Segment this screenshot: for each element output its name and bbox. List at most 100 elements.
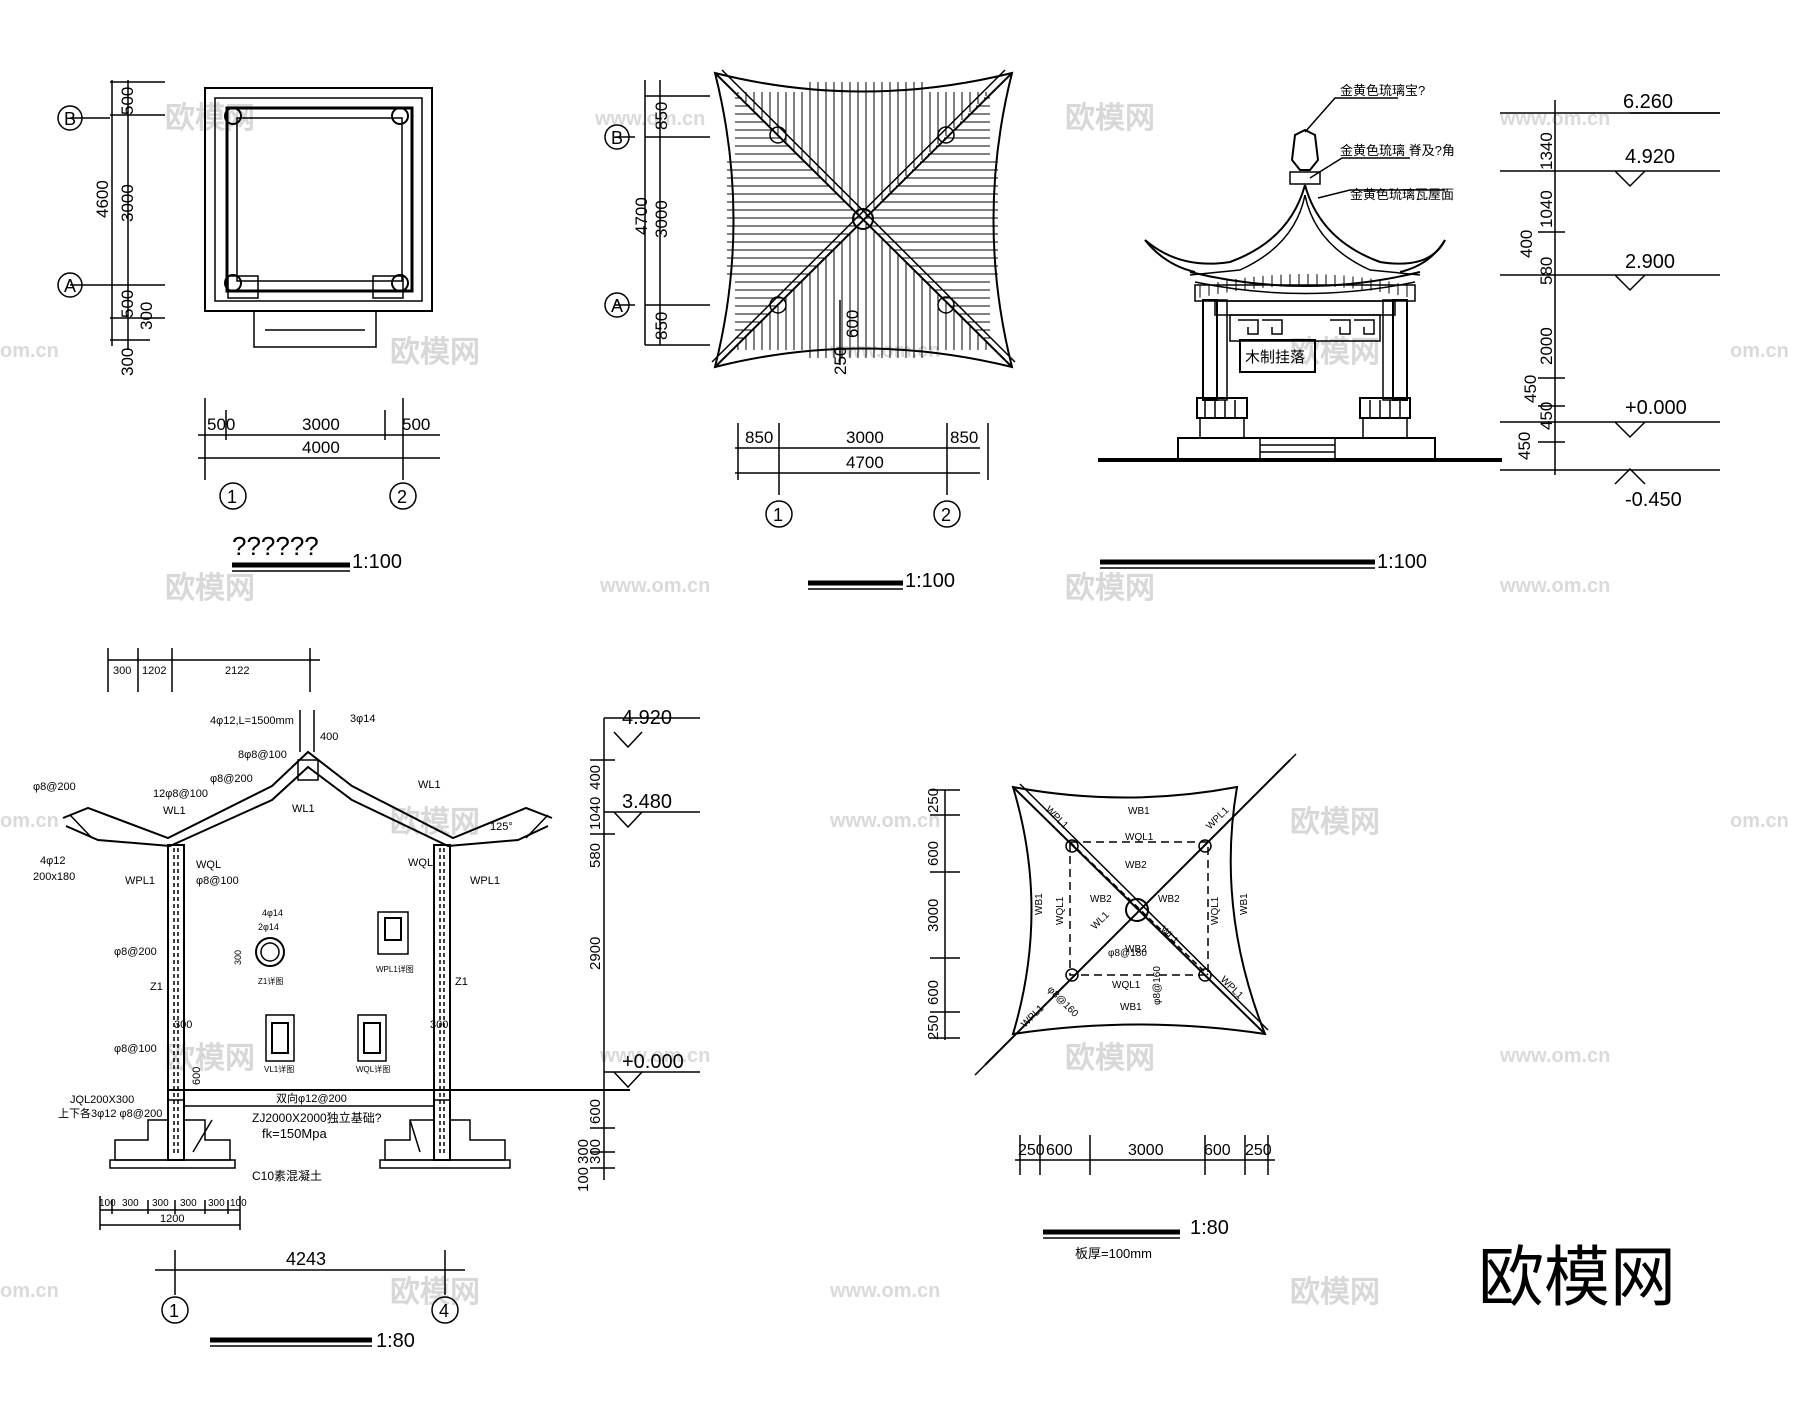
level-label: 6.260	[1623, 91, 1673, 113]
section-scale: 1:80	[376, 1330, 415, 1352]
angle-label: 125°	[490, 821, 513, 833]
rebar-label: 12φ8@100	[153, 788, 208, 800]
size-label: 200x180	[33, 871, 75, 883]
rebar-label: 8φ8@100	[238, 749, 287, 761]
column-label: Z1	[455, 976, 468, 988]
level-label: 4.920	[1625, 146, 1675, 168]
dim-label: 400	[1517, 230, 1536, 258]
watermark-brand: 欧模网	[390, 806, 480, 839]
section-text: 300 1202 2122 4φ12,L=1500mm 3φ14 400 8φ8…	[33, 665, 684, 1352]
rebar-label: φ8@100	[196, 875, 239, 887]
dim-label: 500	[207, 415, 235, 434]
beam-label: WL1	[292, 803, 315, 815]
member-label: WQL1	[1210, 896, 1221, 925]
member-label: WB1	[1034, 893, 1045, 915]
detail-label: 2φ14	[258, 922, 279, 932]
rebar-label: 4φ12	[40, 855, 66, 867]
level-label: 4.920	[622, 707, 672, 729]
watermark-brand: 欧模网	[390, 1276, 480, 1309]
dim-label: 3000	[1128, 1142, 1164, 1159]
detail-label: Z1详图	[258, 976, 283, 986]
watermark-url: www.om.cn	[1499, 1045, 1610, 1067]
dim-label: 600	[925, 841, 942, 866]
beam-label: JQL200X300	[70, 1094, 134, 1106]
level-label: +0.000	[622, 1051, 684, 1073]
dim-label: 2900	[587, 937, 604, 970]
member-label: WB2	[1125, 860, 1147, 871]
dim-label: 850	[950, 428, 978, 447]
dim-label: 300	[430, 1019, 448, 1031]
dim-label: 1200	[160, 1213, 184, 1225]
roof-plan-view	[604, 69, 1016, 590]
watermark-brand: 欧模网	[1290, 806, 1380, 839]
roof-plan-text: B A 850 4700 3000 850 600 250 850 3000 8…	[611, 102, 978, 592]
dim-label: 450	[1537, 402, 1556, 430]
dim-label: 850	[652, 102, 671, 130]
plaque-label: 木制挂落	[1245, 349, 1305, 366]
dim-label: 300	[208, 1198, 225, 1209]
rebar-label: φ8@100	[114, 1043, 157, 1055]
dim-label: 600	[1204, 1142, 1231, 1159]
watermark-url: om.cn	[0, 810, 59, 832]
level-label: +0.000	[1625, 397, 1687, 419]
dim-label: 3000	[925, 899, 942, 932]
beam-label: WPL1	[125, 875, 155, 887]
member-label: WPL1	[1043, 804, 1070, 831]
axis-2-label: 2	[941, 505, 951, 525]
dim-label: 400	[320, 731, 338, 743]
dim-label: 500	[118, 290, 137, 318]
elevation-scale: 1:100	[1377, 551, 1427, 573]
beam-label: WQL	[196, 859, 221, 871]
dim-label: 1340	[1537, 132, 1556, 170]
detail-label: 300	[233, 950, 243, 965]
footing-label: ZJ2000X2000独立基础?	[252, 1110, 382, 1125]
note-finial: 金黄色琉璃宝?	[1340, 83, 1425, 98]
detail-label: 4φ14	[262, 908, 283, 918]
rebar-label: φ8@200	[210, 773, 253, 785]
dim-label: 600	[1046, 1142, 1073, 1159]
level-label: 3.480	[622, 791, 672, 813]
member-label: WB2	[1158, 894, 1180, 905]
member-label: WB1	[1239, 893, 1250, 915]
dim-label: 1202	[142, 665, 166, 677]
detail-label: VL1详图	[264, 1064, 294, 1074]
member-label: WB1	[1128, 806, 1150, 817]
plan-view-text: B A 500 4600 3000 500 300 300 500 3000 5…	[64, 87, 430, 573]
rebar-label: 4φ12,L=1500mm	[210, 715, 294, 727]
dim-label: 100	[99, 1198, 116, 1209]
member-label: WPL1	[1218, 974, 1245, 1001]
dim-label: 600	[587, 1099, 604, 1124]
watermark-brand: 欧模网	[1065, 572, 1155, 605]
watermark-url: om.cn	[1730, 810, 1789, 832]
dim-label: 500	[118, 87, 137, 115]
dim-label: 250	[1245, 1142, 1272, 1159]
watermark-brand: 欧模网	[165, 572, 255, 605]
slab-thickness-note: 板厚=100mm	[1075, 1246, 1152, 1261]
rebar-label: φ8@200	[33, 781, 76, 793]
dim-label: 300	[587, 1139, 604, 1164]
rebar-label: φ8@180	[1108, 948, 1147, 959]
dim-label: 4700	[846, 453, 884, 472]
beam-label: WL1	[418, 779, 441, 791]
watermark-url: www.om.cn	[599, 1045, 710, 1067]
watermark-brand: 欧模网	[165, 1042, 255, 1075]
level-label: -0.450	[1625, 489, 1682, 511]
dim-label: 4000	[302, 438, 340, 457]
elevation-view	[1098, 97, 1720, 569]
watermark-url: om.cn	[1730, 340, 1789, 362]
rebar-label: 上下各3φ12 φ8@200	[58, 1106, 162, 1120]
member-label: WQL1	[1112, 980, 1141, 991]
member-label: WL1	[1089, 909, 1112, 932]
dim-label: 300	[180, 1198, 197, 1209]
dim-label: 300	[137, 302, 156, 330]
rebar-label: 双向φ12@200	[276, 1091, 347, 1105]
member-label: WB2	[1125, 944, 1147, 955]
watermark-url: www.om.cn	[829, 810, 940, 832]
beam-label: WQL	[408, 857, 433, 869]
dim-label: 4700	[632, 197, 651, 235]
detail-label: WQL详图	[356, 1064, 390, 1074]
roof-framing-scale: 1:80	[1190, 1217, 1229, 1239]
axis-b-label: B	[64, 109, 76, 129]
dim-label: 600	[843, 310, 862, 338]
